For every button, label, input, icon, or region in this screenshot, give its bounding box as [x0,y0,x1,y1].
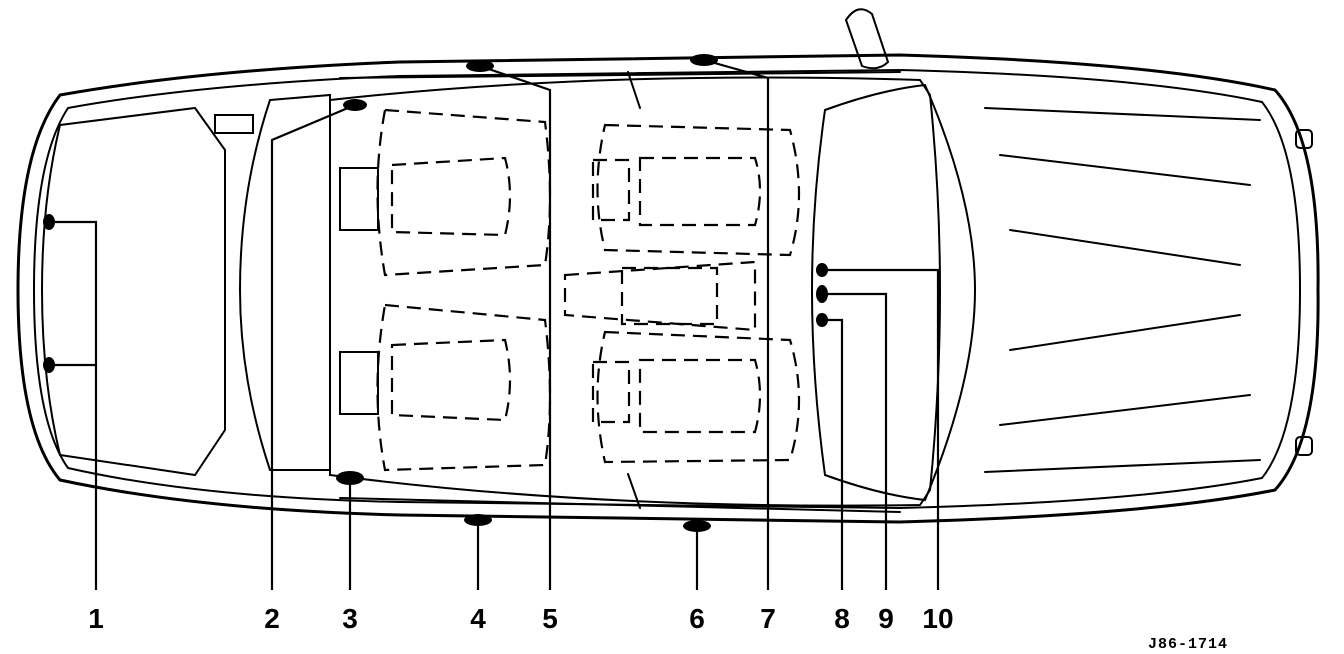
front-headrest-upper [591,158,631,222]
callout-9: 9 [878,603,894,634]
rear-headrest-lower [339,351,379,415]
callout-8: 8 [834,603,850,634]
front-cushion-upper [638,156,762,227]
car-body-inner-line [32,68,1302,510]
leader-2 [270,103,356,590]
front-seat-upper [596,123,801,257]
callout-2: 2 [264,603,280,634]
headlamp-upper [1295,129,1313,149]
figure-reference: J86-1714 [1148,636,1228,653]
callout-3: 3 [342,603,358,634]
front-cushion-lower [638,358,762,434]
bonnet-line-upper-2 [999,154,1251,186]
leader-7 [703,58,770,590]
leader-5 [479,64,552,590]
bonnet-line-upper [984,107,1261,121]
leader-8 [822,318,844,590]
rear-window [238,93,331,471]
front-seat-lower [596,330,801,464]
bonnet-line-mid [1009,229,1241,266]
b-pillar-bottom [627,473,641,509]
windscreen [810,83,977,502]
callout-7: 7 [760,603,776,634]
boot-light [214,114,254,134]
centre-console [563,260,757,332]
bonnet-line-lower-2 [984,459,1261,473]
front-headrest-lower [591,360,631,424]
boot-lid [40,106,226,477]
console-box [620,266,719,326]
leader-10 [822,268,940,590]
bonnet-line-mid-2 [1009,314,1241,351]
car-body-outline [16,53,1320,524]
rear-headrest-upper [339,167,379,231]
side-mirror [844,8,890,70]
rear-cushion-upper [390,156,512,237]
rear-cushion-lower [390,338,512,422]
callout-6: 6 [689,603,705,634]
door-line-bottom [339,497,901,513]
leader-1 [49,220,98,590]
callout-10: 10 [922,603,953,634]
callout-4: 4 [470,603,486,634]
callout-1: 1 [88,603,104,634]
bonnet-line-lower [999,394,1251,426]
door-line-top [339,71,901,79]
headlamp-lower [1295,436,1313,456]
cabin-outline [329,76,941,507]
rear-seat-lower [376,303,552,472]
callout-5: 5 [542,603,558,634]
leader-9 [822,292,888,590]
rear-seat-upper [376,108,552,277]
b-pillar-top [627,71,641,109]
